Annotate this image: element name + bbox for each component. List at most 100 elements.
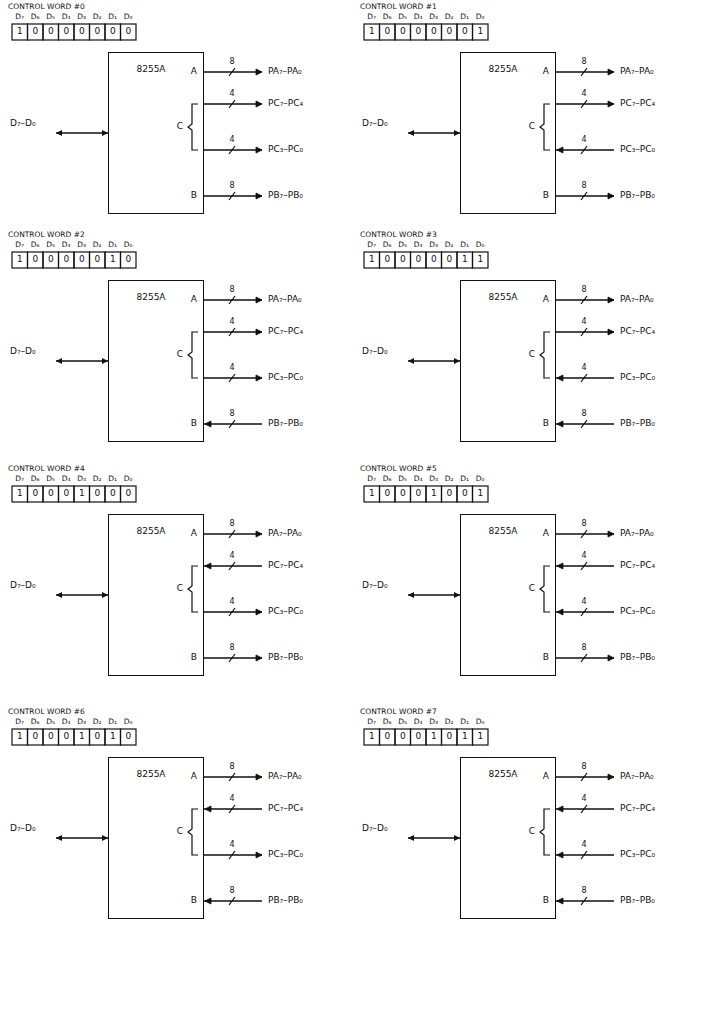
bit-name: D₂ [93,718,102,726]
bus-width-slash [581,897,587,905]
arrow-head [557,147,563,153]
bus-width: 4 [229,841,234,850]
bit-value: 0 [415,27,421,37]
bit-cell [59,486,75,502]
bus-width: 4 [581,841,586,850]
bus-width: 8 [581,644,586,653]
port-pin-name: PB₇–PB₀ [268,191,303,201]
port-pin-name: PC₇–PC₄ [620,327,655,337]
port-name: A [191,295,197,305]
bit-cell [121,24,137,40]
chip-name: 8255A [136,65,165,75]
bit-name: D₀ [476,718,485,726]
bus-width: 4 [229,90,234,99]
bus-width: 4 [229,552,234,561]
bit-value: 1 [477,27,483,37]
bus-width: 4 [581,136,586,145]
bit-name: D₀ [476,475,485,483]
port-pin-name: PC₃–PC₀ [268,607,303,617]
bit-value: 0 [94,27,100,37]
data-bus-name: D₇–D₀ [362,824,388,834]
bit-name: D₁ [460,13,469,21]
port-name: B [543,419,549,429]
bit-cell [457,24,473,40]
bit-value: 0 [94,489,100,499]
port-name: B [191,896,197,906]
bit-name: D₁ [460,475,469,483]
port-c-bracket [540,332,550,378]
panel-wiring [364,252,614,428]
bit-value: 0 [125,489,131,499]
bus-width: 8 [581,410,586,419]
bit-cell [426,729,442,745]
arrow-head [256,655,262,661]
bit-name: D₄ [62,241,71,249]
arrow-head [56,835,62,841]
bit-name: D₀ [124,13,133,21]
bit-value: 0 [446,255,452,265]
bit-cell [457,729,473,745]
chip-name: 8255A [136,770,165,780]
bit-value: 1 [369,255,375,265]
bit-name: D₅ [46,475,55,483]
bit-value: 1 [79,489,85,499]
bit-cell [12,252,28,268]
arrow-head [557,563,563,569]
port-name: C [177,122,183,132]
panel-wiring [364,729,614,905]
bit-value: 0 [415,732,421,742]
bit-value: 0 [446,732,452,742]
bit-cell [90,252,106,268]
bit-name: D₃ [77,241,86,249]
bit-value: 1 [462,255,468,265]
port-name: C [529,350,535,360]
bus-width-slash [581,420,587,428]
bit-name: D₁ [108,475,117,483]
bit-value: 0 [94,255,100,265]
bus-width: 4 [229,598,234,607]
bit-cell [426,252,442,268]
arrow-head [256,852,262,858]
bit-value: 0 [48,489,54,499]
data-bus-line [408,837,460,838]
bit-cell [28,486,44,502]
bus-width: 8 [581,286,586,295]
port-name: C [529,584,535,594]
data-bus-name: D₇–D₀ [10,119,36,129]
arrow-head [557,609,563,615]
bit-name: D₀ [476,13,485,21]
bit-value: 0 [63,732,69,742]
bit-name: D₂ [445,718,454,726]
bit-cell [105,486,121,502]
bit-cell [364,252,380,268]
bit-cell [59,24,75,40]
bit-name: D₇ [367,718,376,726]
bus-width: 8 [229,182,234,191]
data-bus-name: D₇–D₀ [362,581,388,591]
bit-value: 0 [125,27,131,37]
bus-width-slash [229,897,235,905]
bit-value: 1 [110,732,116,742]
bit-cell [43,486,59,502]
chip-box: 8255AACB [460,757,556,919]
bit-cell [395,486,411,502]
bus-width-slash [229,100,235,108]
bus-width: 8 [229,58,234,67]
bit-name: D₇ [15,475,24,483]
bus-width-slash [229,773,235,781]
bit-value: 1 [110,255,116,265]
bit-name: D₄ [62,475,71,483]
control-word-title: CONTROL WORD #3 [360,231,437,239]
arrow-head [205,806,211,812]
bit-cell [411,729,427,745]
bus-width: 8 [581,763,586,772]
bus-width: 4 [581,795,586,804]
bit-value: 0 [110,27,116,37]
port-pin-name: PC₇–PC₄ [268,804,303,814]
bit-value: 0 [48,255,54,265]
data-bus-name: D₇–D₀ [362,347,388,357]
bit-cell [12,24,28,40]
bit-name: D₅ [398,13,407,21]
bit-name: D₃ [429,475,438,483]
